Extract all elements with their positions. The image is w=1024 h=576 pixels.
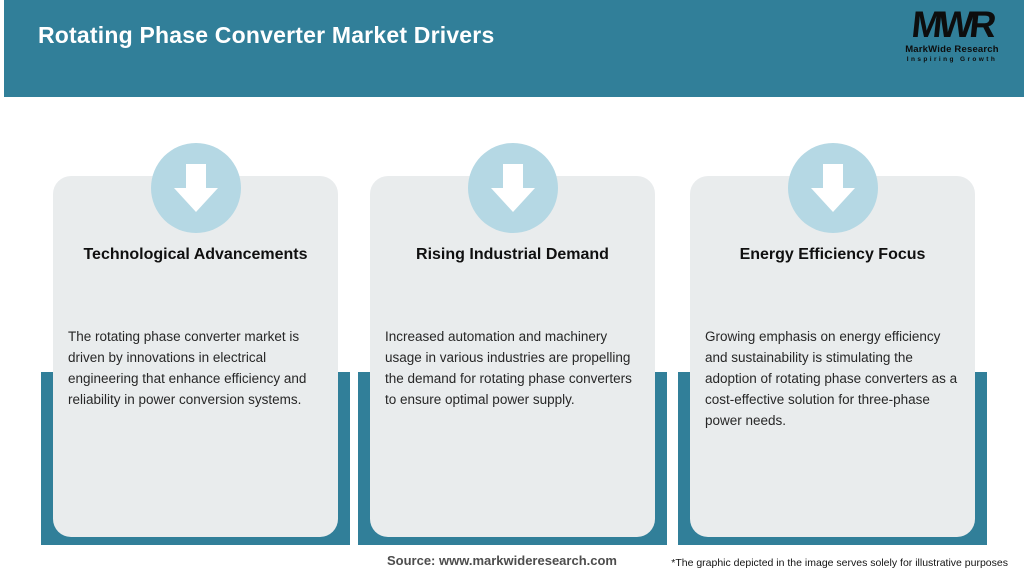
down-arrow-icon (150, 143, 241, 233)
logo-monogram: MWR (909, 4, 995, 45)
card-description: Increased automation and machinery usage… (385, 329, 632, 407)
page-title: Rotating Phase Converter Market Drivers (38, 22, 495, 48)
source-text: Source: www.markwideresearch.com (386, 553, 617, 568)
card: Energy Efficiency Focus Growing emphasis… (690, 176, 975, 537)
card: Technological Advancements The rotating … (53, 176, 338, 537)
logo-tagline: Inspiring Growth (906, 56, 998, 63)
logo-name: MarkWide Research (905, 44, 999, 55)
card-description: The rotating phase converter market is d… (68, 329, 307, 407)
card-title: Technological Advancements (83, 246, 308, 263)
driver-card-rising-industrial-demand: Rising Industrial Demand Increased autom… (358, 143, 667, 556)
header-banner: Rotating Phase Converter Market Drivers … (4, 0, 1024, 97)
card-title: Rising Industrial Demand (416, 246, 609, 263)
card-title: Energy Efficiency Focus (739, 246, 926, 263)
disclaimer-text: *The graphic depicted in the image serve… (671, 557, 1008, 569)
markwide-logo: MWR MarkWide Research Inspiring Growth (896, 4, 1008, 63)
card-description: Growing emphasis on energy efficiency an… (705, 329, 958, 428)
driver-card-technological-advancements: Technological Advancements The rotating … (41, 143, 350, 556)
card: Rising Industrial Demand Increased autom… (370, 176, 655, 537)
driver-card-energy-efficiency-focus: Energy Efficiency Focus Growing emphasis… (678, 143, 987, 556)
down-arrow-icon (787, 143, 878, 233)
down-arrow-icon (467, 143, 558, 233)
